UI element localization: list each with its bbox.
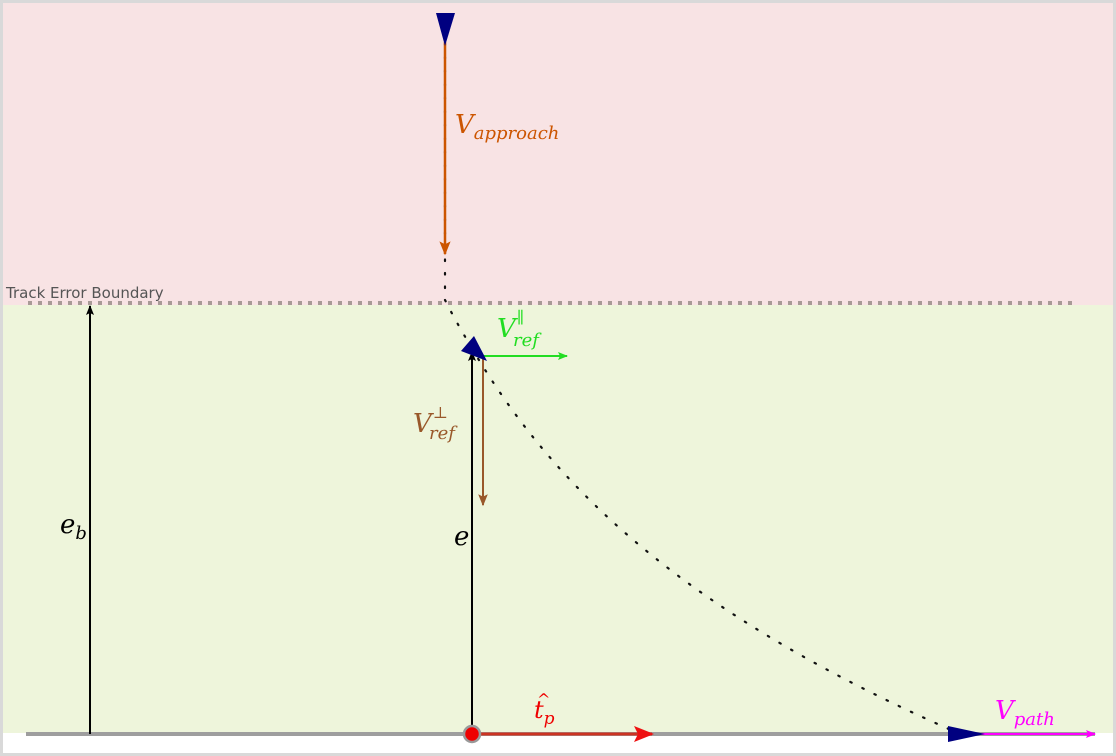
- tp-hat: ^: [537, 690, 550, 709]
- e-label: e: [454, 522, 469, 552]
- projection-point: [462, 724, 482, 744]
- tp-label: tp: [534, 696, 555, 729]
- vehicle-path-icon: [948, 726, 985, 742]
- v-ref-perp-label: V⊥ref: [413, 403, 458, 444]
- eb-label: eb: [60, 510, 87, 544]
- v-path-label: Vpath: [995, 696, 1055, 730]
- vehicle-top-icon: [436, 13, 455, 46]
- boundary-label: Track Error Boundary: [5, 284, 164, 302]
- trajectory-path: [443, 28, 962, 736]
- inner-zone: [3, 305, 1113, 733]
- v-ref-par-label: V∥ref: [497, 308, 542, 351]
- outer-zone: [3, 3, 1113, 305]
- vehicle-mid-icon: [461, 336, 487, 361]
- v-approach-label: Vapproach: [455, 110, 559, 144]
